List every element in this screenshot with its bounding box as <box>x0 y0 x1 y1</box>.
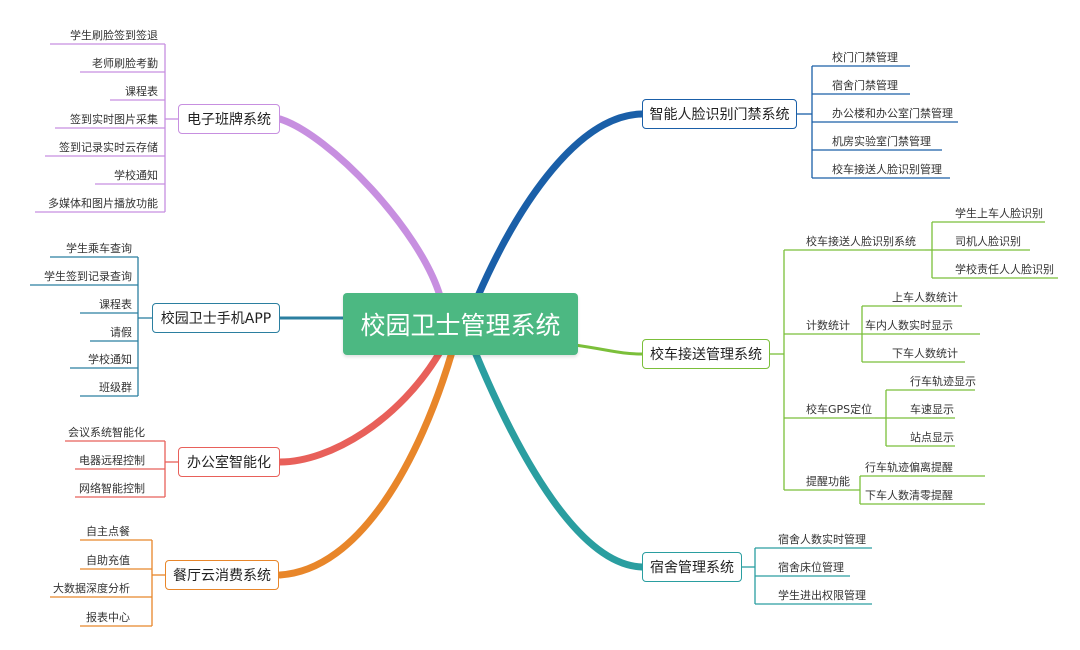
leaf-dorm-1[interactable]: 宿舍人数实时管理 <box>778 533 866 546</box>
canteen-connectors <box>50 539 165 627</box>
leaf-bus-alert-2[interactable]: 下车人数清零提醒 <box>865 489 953 502</box>
leaf-face-gate-3[interactable]: 办公楼和办公室门禁管理 <box>832 107 953 120</box>
leaf-guard-app-1[interactable]: 学生乘车查询 <box>66 242 132 255</box>
branch-canteen[interactable]: 餐厅云消费系统 <box>165 560 279 590</box>
branch-dorm[interactable]: 宿舍管理系统 <box>642 552 742 582</box>
leaf-guard-app-2[interactable]: 学生签到记录查询 <box>44 270 132 283</box>
leaf-face-gate-5[interactable]: 校车接送人脸识别管理 <box>832 163 942 176</box>
leaf-canteen-2[interactable]: 自助充值 <box>86 554 130 567</box>
bus-connectors <box>770 221 1058 505</box>
face-gate-connectors <box>797 65 958 179</box>
bus-group-count[interactable]: 计数统计 <box>806 319 850 332</box>
trunk-class-board <box>276 115 444 300</box>
leaf-class-board-7[interactable]: 多媒体和图片播放功能 <box>48 197 158 210</box>
leaf-bus-count-1[interactable]: 上车人数统计 <box>892 291 958 304</box>
leaf-dorm-3[interactable]: 学生进出权限管理 <box>778 589 866 602</box>
bus-group-gps[interactable]: 校车GPS定位 <box>806 403 873 416</box>
trunk-bus <box>574 343 643 356</box>
leaf-guard-app-5[interactable]: 学校通知 <box>88 353 132 366</box>
leaf-office-3[interactable]: 网络智能控制 <box>79 482 145 495</box>
class-board-connectors <box>35 43 178 213</box>
bus-group-face[interactable]: 校车接送人脸识别系统 <box>806 235 916 248</box>
leaf-bus-gps-1[interactable]: 行车轨迹显示 <box>910 375 976 388</box>
branch-class-board[interactable]: 电子班牌系统 <box>178 104 280 134</box>
leaf-bus-gps-2[interactable]: 车速显示 <box>910 403 954 416</box>
trunk-face-gate <box>474 110 646 300</box>
leaf-bus-face-1[interactable]: 学生上车人脸识别 <box>955 207 1043 220</box>
leaf-face-gate-1[interactable]: 校门门禁管理 <box>832 51 898 64</box>
trunk-office <box>276 348 444 466</box>
leaf-face-gate-4[interactable]: 机房实验室门禁管理 <box>832 135 931 148</box>
leaf-guard-app-4[interactable]: 请假 <box>110 326 132 339</box>
leaf-canteen-3[interactable]: 大数据深度分析 <box>53 582 130 595</box>
office-connectors <box>65 440 178 498</box>
branch-bus[interactable]: 校车接送管理系统 <box>642 339 770 369</box>
central-topic[interactable]: 校园卫士管理系统 <box>343 293 578 355</box>
leaf-office-2[interactable]: 电器远程控制 <box>79 454 145 467</box>
leaf-bus-gps-3[interactable]: 站点显示 <box>910 431 954 444</box>
leaf-dorm-2[interactable]: 宿舍床位管理 <box>778 561 844 574</box>
branch-guard-app[interactable]: 校园卫士手机APP <box>152 303 280 333</box>
trunk-dorm <box>471 348 646 571</box>
leaf-class-board-3[interactable]: 课程表 <box>125 85 158 98</box>
dorm-connectors <box>742 547 872 605</box>
leaf-bus-count-2[interactable]: 车内人数实时显示 <box>865 319 953 332</box>
leaf-bus-count-3[interactable]: 下车人数统计 <box>892 347 958 360</box>
leaf-canteen-4[interactable]: 报表中心 <box>86 611 130 624</box>
leaf-guard-app-6[interactable]: 班级群 <box>99 381 132 394</box>
leaf-class-board-1[interactable]: 学生刷脸签到签退 <box>70 29 158 42</box>
leaf-class-board-6[interactable]: 学校通知 <box>114 169 158 182</box>
leaf-class-board-4[interactable]: 签到实时图片采集 <box>70 113 158 126</box>
leaf-face-gate-2[interactable]: 宿舍门禁管理 <box>832 79 898 92</box>
leaf-canteen-1[interactable]: 自主点餐 <box>86 525 130 538</box>
trunk-canteen <box>276 348 456 579</box>
bus-group-alert[interactable]: 提醒功能 <box>806 475 850 488</box>
leaf-bus-face-3[interactable]: 学校责任人人脸识别 <box>955 263 1054 276</box>
leaf-office-1[interactable]: 会议系统智能化 <box>68 426 145 439</box>
leaf-bus-alert-1[interactable]: 行车轨迹偏离提醒 <box>865 461 953 474</box>
branch-office[interactable]: 办公室智能化 <box>178 447 280 477</box>
leaf-class-board-5[interactable]: 签到记录实时云存储 <box>59 141 158 154</box>
leaf-bus-face-2[interactable]: 司机人脸识别 <box>955 235 1021 248</box>
leaf-guard-app-3[interactable]: 课程表 <box>99 298 132 311</box>
guard-app-connectors <box>30 256 152 397</box>
branch-face-gate[interactable]: 智能人脸识别门禁系统 <box>642 99 797 129</box>
leaf-class-board-2[interactable]: 老师刷脸考勤 <box>92 57 158 70</box>
